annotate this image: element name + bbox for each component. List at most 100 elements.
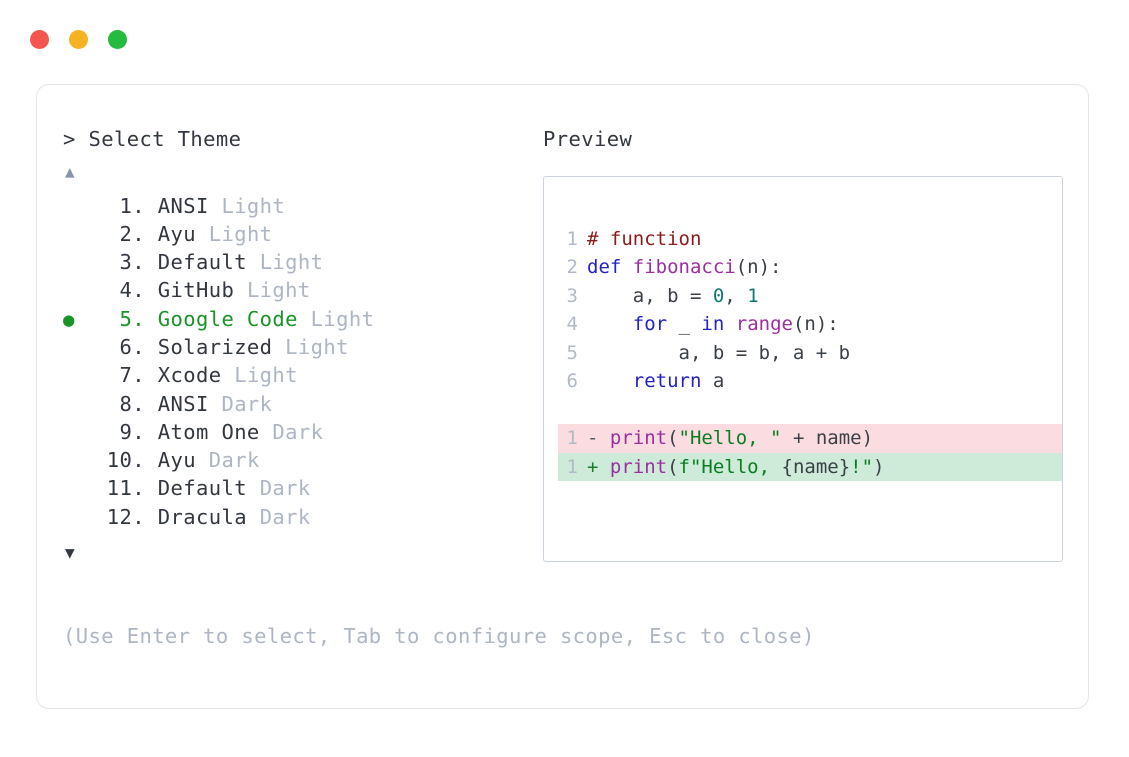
theme-selector-panel: > Select Theme ▲ 1. ANSI Light 2. Ayu Li… xyxy=(63,129,523,561)
code-token: (n): xyxy=(735,256,782,278)
selected-bullet-icon xyxy=(63,282,93,301)
theme-item-variant: Dark xyxy=(272,419,324,444)
code-line: 2 def fibonacci(n): xyxy=(558,253,1062,282)
code-token: print xyxy=(609,455,668,478)
code-token: fibonacci xyxy=(632,256,736,278)
theme-list-item[interactable]: 2. Ayu Light xyxy=(63,222,523,250)
code-token: , xyxy=(724,284,748,307)
code-token: {name} xyxy=(781,455,851,478)
code-line-text: # function xyxy=(587,225,701,254)
theme-item-name: Default xyxy=(145,250,260,275)
code-token: print xyxy=(609,427,668,449)
code-token: return xyxy=(632,370,702,392)
scroll-down-icon[interactable]: ▼ xyxy=(65,543,75,563)
theme-list-item[interactable]: 8. ANSI Dark xyxy=(63,392,523,420)
theme-item-variant: Dark xyxy=(208,448,260,473)
theme-item-variant: Light xyxy=(246,278,311,303)
code-token: ( xyxy=(667,455,679,478)
code-token: !" xyxy=(850,455,874,478)
line-number: 6 xyxy=(566,370,578,392)
theme-item-name: Ayu xyxy=(145,448,209,473)
theme-item-number: 5. xyxy=(119,306,145,331)
theme-item-number: 4. xyxy=(119,278,145,303)
theme-list-item[interactable]: 9. Atom One Dark xyxy=(63,420,523,448)
code-line-text: a, b = 0, 1 xyxy=(587,282,759,311)
code-token: a, b = xyxy=(587,284,713,307)
theme-list-item[interactable]: 11. Default Dark xyxy=(63,476,523,504)
selected-bullet-icon xyxy=(63,198,93,217)
theme-item-name: Default xyxy=(145,476,260,501)
close-button[interactable] xyxy=(30,30,49,49)
theme-item-variant: Light xyxy=(285,334,349,359)
code-blank-line xyxy=(558,396,1062,425)
theme-item-name: GitHub xyxy=(145,278,247,303)
code-token: 1 xyxy=(747,284,759,307)
code-token: "Hello, " xyxy=(678,427,782,449)
code-line: 4 for _ in range(n): xyxy=(558,310,1062,339)
diff-sign: - xyxy=(587,427,610,449)
theme-list-item[interactable]: 6. Solarized Light xyxy=(63,335,523,363)
theme-item-number: 12. xyxy=(106,504,145,529)
theme-list-item[interactable]: 12. Dracula Dark xyxy=(63,505,523,533)
theme-item-variant: Light xyxy=(221,193,286,218)
code-token xyxy=(587,370,633,392)
theme-list: 1. ANSI Light 2. Ayu Light 3. Default Li… xyxy=(63,194,523,534)
theme-item-number: 1. xyxy=(119,193,145,218)
diff-line-text: + print(f"Hello, {name}!") xyxy=(587,453,886,482)
line-number: 5 xyxy=(566,341,578,364)
diff-line-removed: 1- print("Hello, " + name) xyxy=(558,424,1062,453)
theme-list-item[interactable]: 7. Xcode Light xyxy=(63,363,523,391)
code-line: 3 a, b = 0, 1 xyxy=(558,282,1062,311)
theme-item-number: 11. xyxy=(106,476,145,501)
scroll-up-icon[interactable]: ▲ xyxy=(65,161,75,181)
line-number: 1 xyxy=(566,427,578,449)
theme-item-name: Solarized xyxy=(145,334,286,359)
code-token: f"Hello, xyxy=(678,455,782,478)
code-token: for xyxy=(632,313,668,335)
keyboard-hint: (Use Enter to select, Tab to configure s… xyxy=(63,624,815,648)
code-token: ( xyxy=(667,427,679,449)
theme-item-name: ANSI xyxy=(145,391,222,416)
maximize-button[interactable] xyxy=(108,30,127,49)
code-line-text: def fibonacci(n): xyxy=(587,253,781,282)
theme-item-number: 10. xyxy=(106,448,145,473)
selected-bullet-icon xyxy=(63,509,93,528)
theme-item-variant: Light xyxy=(208,221,273,246)
theme-list-item[interactable]: 3. Default Light xyxy=(63,250,523,278)
code-token: def xyxy=(587,256,633,278)
code-line-text: for _ in range(n): xyxy=(587,310,839,339)
theme-item-number: 7. xyxy=(119,363,145,388)
code-token: a, b = b, a + b xyxy=(587,341,851,364)
theme-item-number: 3. xyxy=(119,250,145,275)
theme-item-variant: Dark xyxy=(259,504,311,529)
code-line: 6 return a xyxy=(558,367,1062,396)
theme-list-item[interactable]: 4. GitHub Light xyxy=(63,278,523,306)
selected-bullet-icon xyxy=(63,254,93,273)
theme-item-number: 6. xyxy=(119,334,145,359)
selected-bullet-icon xyxy=(63,396,93,415)
code-token: + name) xyxy=(781,427,874,449)
line-number: 1 xyxy=(566,455,578,478)
code-token xyxy=(587,313,633,335)
diff-line-added: 1 + print(f"Hello, {name}!") xyxy=(558,452,1062,482)
line-number: 2 xyxy=(566,256,578,278)
code-token: (n): xyxy=(792,313,839,335)
theme-item-name: Dracula xyxy=(145,504,260,529)
code-token: in xyxy=(701,313,725,335)
theme-item-variant: Light xyxy=(310,306,375,331)
code-token: ) xyxy=(873,455,885,478)
theme-item-number: 9. xyxy=(119,419,145,444)
theme-list-item[interactable]: 1. ANSI Light xyxy=(63,194,523,222)
code-line-text: a, b = b, a + b xyxy=(587,339,851,368)
selected-bullet-icon xyxy=(63,480,93,499)
theme-list-item[interactable]: 10. Ayu Dark xyxy=(63,448,523,476)
code-token xyxy=(724,313,735,335)
minimize-button[interactable] xyxy=(69,30,88,49)
selected-bullet-icon xyxy=(63,226,93,245)
theme-list-item[interactable]: ●5. Google Code Light xyxy=(63,307,523,335)
code-token: _ xyxy=(667,313,702,335)
page-title: > Select Theme xyxy=(63,127,242,151)
